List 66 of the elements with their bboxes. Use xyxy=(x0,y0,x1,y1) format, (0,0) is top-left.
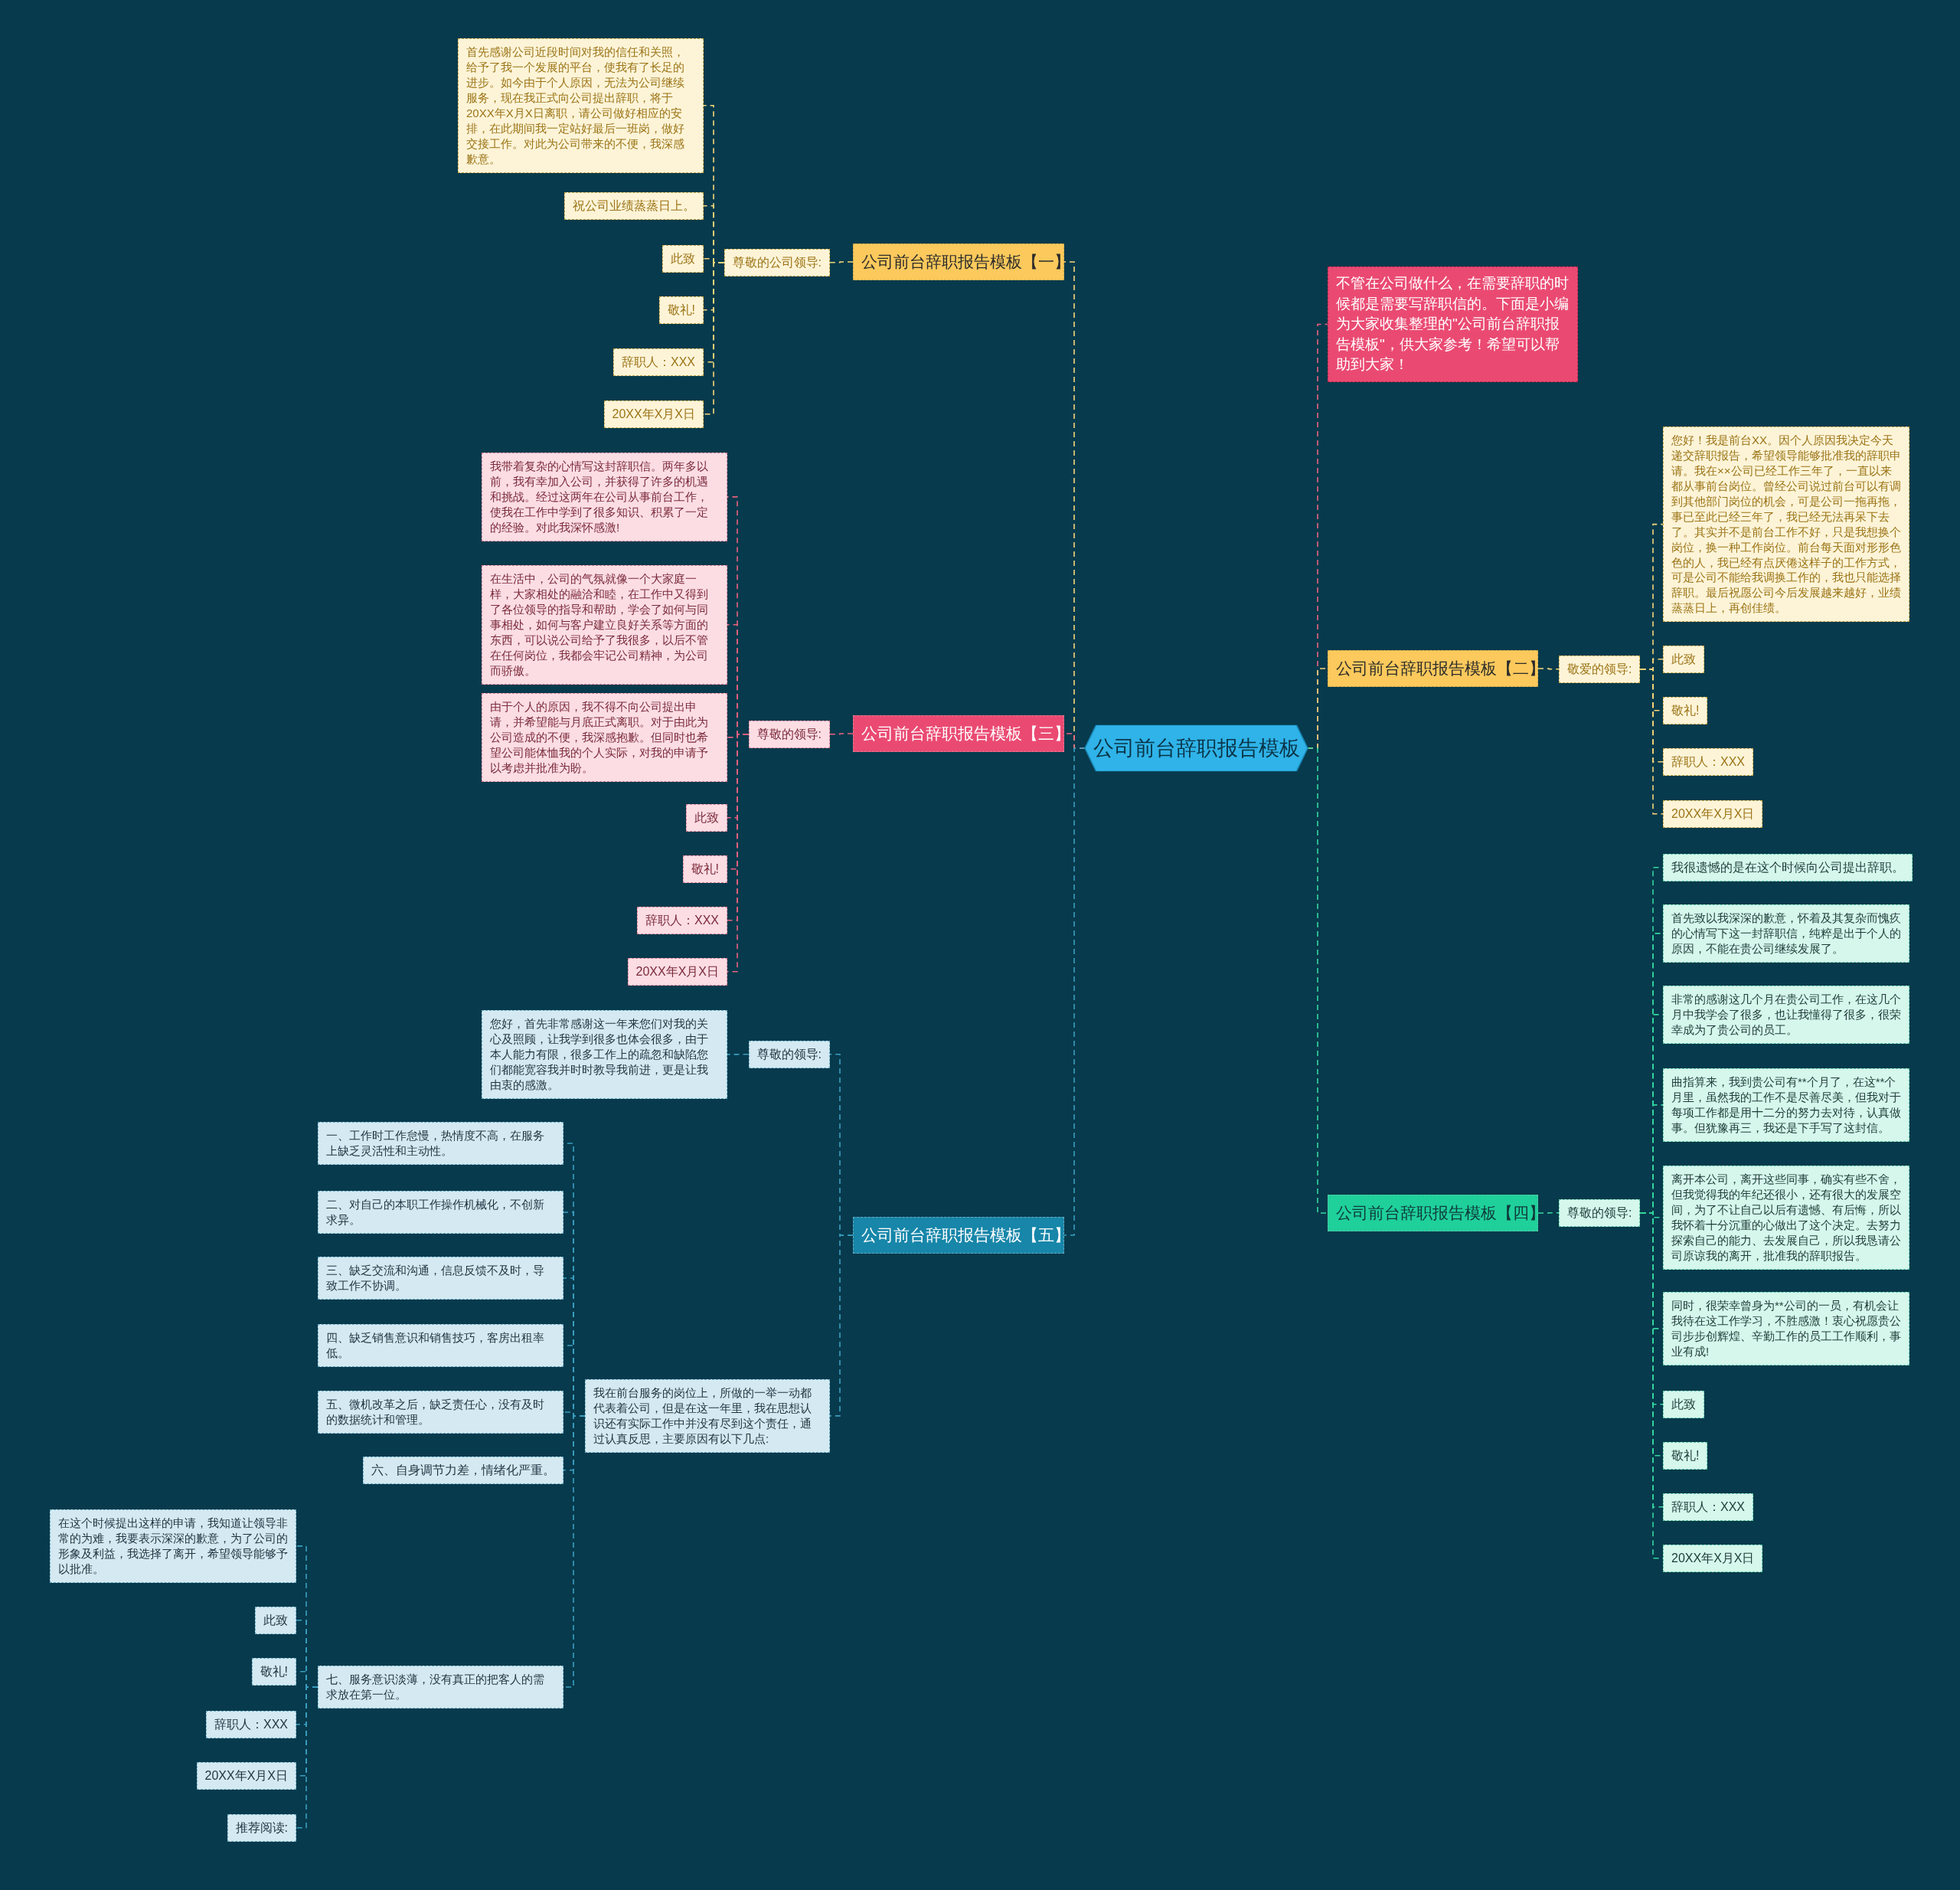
note-card: 一、工作时工作怠慢，热情度不高，在服务上缺乏灵活性和主动性。 xyxy=(318,1122,564,1165)
note-card: 曲指算来，我到贵公司有**个月了，在这**个月里，虽然我的工作不是尽善尽美，但我对于每项工作都是用十二分的努力去对待，认真做事。但犹豫再三，我还是下手写了这封信。 xyxy=(1663,1068,1909,1142)
subtopic-label: 尊敬的领导: xyxy=(748,1041,830,1068)
branch-topic: 公司前台辞职报告模板【四】 xyxy=(1328,1195,1538,1231)
note-card: 敬礼! xyxy=(658,296,704,324)
connector-line xyxy=(1063,747,1086,1236)
connector-line xyxy=(1639,669,1664,815)
note-card: 离开本公司，离开这些同事，确实有些不舍，但我觉得我的年纪还很小，还有很大的发展空间，为了不让自己以后有遗憾、有后悔，所以我怀着十分沉重的心做出了这个决定。去努力探索自己的能力、去发展自己，所以我恳请公司原谅我的离开，批准我的辞职报告。 xyxy=(1663,1166,1909,1270)
connector-line xyxy=(1307,747,1328,1214)
note-card: 五、微机改革之后，缺乏责任心，没有及时的数据统计和管理。 xyxy=(318,1391,564,1434)
note-card: 您好，首先非常感谢这一年来您们对我的关心及照顾，让我学到很多也体会很多，由于本人能力有限，很多工作上的疏忽和缺陷您们都能宽容我并时时教导我前进，更是让我由衷的感激。 xyxy=(482,1010,727,1099)
note-card: 20XX年X月X日 xyxy=(1663,800,1763,828)
branch-topic: 公司前台辞职报告模板【五】 xyxy=(853,1217,1064,1254)
note-card: 辞职人：XXX xyxy=(206,1711,296,1738)
note-card: 在生活中，公司的气氛就像一个大家庭一样，大家相处的融洽和睦，在工作中又得到了各位领导的指导和帮助，学会了如何与同事相处，如何与客户建立良好关系等方面的东西，可以说公司给予了我很多，以后不管在任何岗位，我都会牢记公司精神，为公司而骄傲。 xyxy=(482,565,727,685)
note-card: 四、缺乏销售意识和销售技巧，客房出租率低。 xyxy=(318,1324,564,1367)
note-card: 祝公司业绩蒸蒸日上。 xyxy=(564,192,704,220)
note-card: 20XX年X月X日 xyxy=(627,958,727,986)
branch-topic: 公司前台辞职报告模板【一】 xyxy=(853,244,1064,280)
note-card: 由于个人的原因，我不得不向公司提出申请，并希望能与月底正式离职。对于由此为公司造成的不便，我深感抱歉。但同时也希望公司能体恤我的个人实际，对我的申请予以考虑并批准为盼。 xyxy=(482,693,727,782)
central-topic: 公司前台辞职报告模板 xyxy=(1085,725,1308,771)
connector-line xyxy=(296,1686,318,1829)
note-card: 此致 xyxy=(1663,1391,1704,1418)
note-card: 六、自身调节力差，情绪化严重。 xyxy=(363,1457,564,1484)
note-card: 我很遗憾的是在这个时候向公司提出辞职。 xyxy=(1663,854,1913,881)
note-card: 三、缺乏交流和沟通，信息反馈不及时，导致工作不协调。 xyxy=(318,1257,564,1300)
note-card: 20XX年X月X日 xyxy=(1663,1545,1763,1572)
note-card: 20XX年X月X日 xyxy=(196,1762,296,1790)
note-card: 敬礼! xyxy=(251,1658,296,1686)
note-card: 此致 xyxy=(255,1607,296,1634)
note-card: 推荐阅读: xyxy=(227,1814,296,1842)
note-card: 我带着复杂的心情写这封辞职信。两年多以前，我有幸加入公司，并获得了许多的机遇和挑战。经过这两年在公司从事前台工作，使我在工作中学到了很多知识、积累了一定的经验。对此我深怀感激! xyxy=(482,453,727,541)
note-card: 辞职人：XXX xyxy=(1663,748,1753,776)
note-card: 辞职人：XXX xyxy=(637,907,727,934)
note-card: 首先感谢公司近段时间对我的信任和关照，给予了我一个发展的平台，使我有了长足的进步。如今由于个人原因，无法为公司继续服务，现在我正式向公司提出辞职，将于20XX年X月X日离职，请公司做好相应的安排，在此期间我一定站好最后一班岗，做好交接工作。对此为公司带来的不便，我深感歉意。 xyxy=(458,38,704,173)
intro-card: 不管在公司做什么，在需要辞职的时候都是需要写辞职信的。下面是小编为大家收集整理的"公司前台辞职报告模板"，供大家参考！希望可以帮助到大家！ xyxy=(1328,266,1578,382)
note-card: 辞职人：XXX xyxy=(613,348,704,376)
note-card: 二、对自己的本职工作操作机械化，不创新求异。 xyxy=(318,1191,564,1234)
note-card: 此致 xyxy=(1663,646,1704,673)
note-card: 同时，很荣幸曾身为**公司的一员，有机会让我待在这工作学习，不胜感激！衷心祝愿贵公司步步创辉煌、辛勤工作的员工工作顺利，事业有成! xyxy=(1663,1292,1909,1365)
subtopic-label: 敬爱的领导: xyxy=(1559,656,1641,683)
subtopic-label: 尊敬的领导: xyxy=(748,721,830,748)
note-card: 此致 xyxy=(686,804,727,832)
note-card: 我在前台服务的岗位上，所做的一举一动都代表着公司，但是在这一年里，我在思想认识还有实际工作中并没有尽到这个责任，通过认真反思，主要原因有以下几点: xyxy=(585,1379,830,1453)
branch-topic: 公司前台辞职报告模板【三】 xyxy=(853,715,1064,752)
note-card: 您好！我是前台XX。因个人原因我决定今天递交辞职报告，希望领导能够批准我的辞职申请。我在××公司已经工作三年了，一直以来都从事前台岗位。曾经公司说过前台可以有调到其他部门岗位的机会，可是公司一拖再拖，事已至此已经三年了，我已经无法再呆下去了。其实并不是前台工作不好，只是我想换个岗位，换一种工作岗位。前台每天面对形形色色的人，我已经有点厌倦这样子的工作方式，可是公司不能给我调换工作的，我也只能选择辞职。最后祝愿公司今后发展越来越好，业绩蒸蒸日上，再创佳绩。 xyxy=(1663,427,1909,623)
connector-line xyxy=(829,261,854,263)
note-card: 非常的感谢这几个月在贵公司工作，在这几个月中我学会了很多，也让我懂得了很多，很荣幸成为了贵公司的员工。 xyxy=(1663,986,1909,1044)
note-card: 敬礼! xyxy=(1663,1442,1708,1470)
branch-topic: 公司前台辞职报告模板【二】 xyxy=(1328,650,1538,687)
connector-line xyxy=(829,1234,854,1417)
note-card: 首先致以我深深的歉意，怀着及其复杂而愧疚的心情写下这一封辞职信，纯粹是出于个人的原因，不能在贵公司继续发展了。 xyxy=(1663,904,1909,963)
note-card: 敬礼! xyxy=(1663,697,1708,724)
subtopic-label: 尊敬的领导: xyxy=(1559,1199,1641,1227)
note-card: 在这个时候提出这样的申请，我知道让领导非常的为难，我要表示深深的歉意，为了公司的形象及利益，我选择了离开，希望领导能够予以批准。 xyxy=(50,1509,296,1583)
note-card: 敬礼! xyxy=(682,855,727,883)
connector-line xyxy=(829,733,854,735)
connector-line xyxy=(727,1054,750,1055)
connector-line xyxy=(1537,1212,1560,1214)
note-card: 此致 xyxy=(662,245,704,273)
subtopic-label: 尊敬的公司领导: xyxy=(724,249,830,276)
note-card: 20XX年X月X日 xyxy=(603,401,704,428)
connector-line xyxy=(1537,668,1560,670)
note-card: 七、服务意识淡薄，没有真正的把客人的需求放在第一位。 xyxy=(318,1666,564,1709)
note-card: 辞职人：XXX xyxy=(1663,1493,1753,1521)
connector-line xyxy=(703,262,725,415)
